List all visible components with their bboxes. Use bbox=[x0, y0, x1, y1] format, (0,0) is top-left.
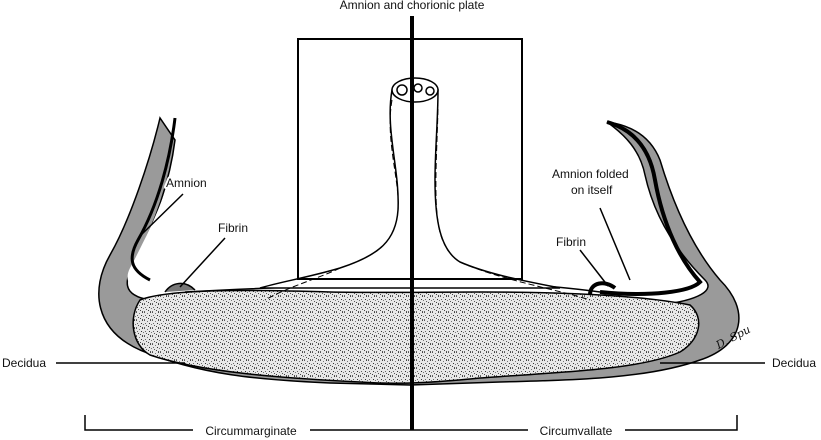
label-circummarginate: Circummarginate bbox=[205, 424, 297, 438]
cord-vessel-2 bbox=[413, 83, 423, 93]
label-decidua-left: Decidua bbox=[2, 356, 46, 370]
cord-vessel-1 bbox=[396, 84, 408, 96]
label-decidua-right: Decidua bbox=[772, 356, 816, 370]
label-amnion: Amnion bbox=[166, 176, 207, 190]
fibrin-left-shape bbox=[164, 282, 196, 293]
leader-amnion-folded bbox=[599, 207, 631, 281]
cord-vessel-3 bbox=[425, 86, 435, 96]
label-top: Amnion and chorionic plate bbox=[340, 0, 485, 12]
bracket-circummarginate bbox=[84, 415, 412, 431]
cord-vessel-lines bbox=[264, 99, 591, 301]
label-amnion-folded-2: on itself bbox=[571, 183, 613, 197]
label-circumvallate: Circumvallate bbox=[540, 424, 613, 438]
fibrin-right-shape bbox=[588, 281, 617, 296]
label-amnion-folded-1: Amnion folded bbox=[552, 167, 629, 181]
placenta-body bbox=[132, 289, 700, 384]
amnion-left-line bbox=[130, 117, 177, 282]
leader-fibrin-right bbox=[579, 249, 609, 287]
amnion-right-line bbox=[599, 120, 703, 296]
leader-fibrin-left bbox=[179, 237, 226, 288]
leader-amnion bbox=[139, 193, 184, 237]
bracket-circumvallate bbox=[412, 415, 738, 431]
label-fibrin-right: Fibrin bbox=[556, 235, 586, 249]
label-fibrin-left: Fibrin bbox=[218, 221, 248, 235]
